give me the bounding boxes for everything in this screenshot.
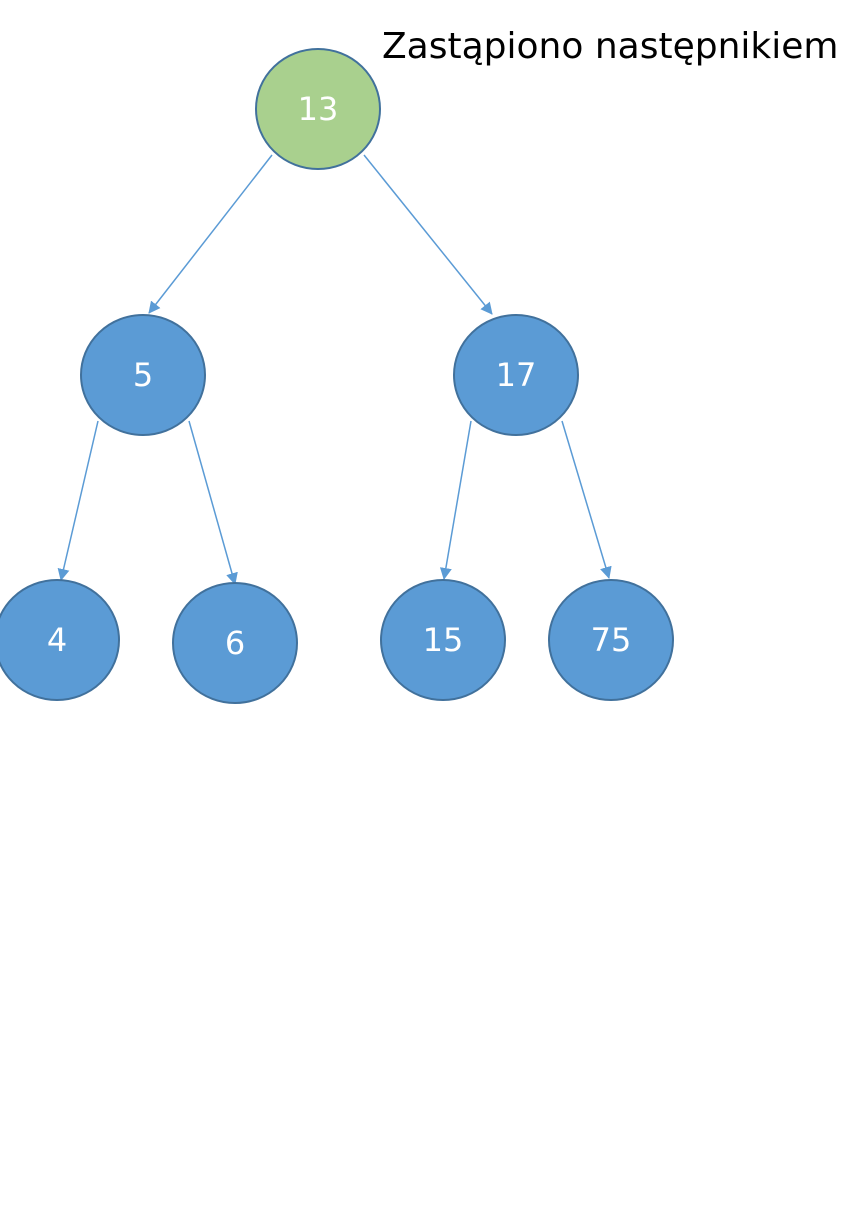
edge-arrow-13-to-5: [148, 154, 273, 314]
node-label: 4: [47, 621, 67, 659]
node-circle: [80, 314, 206, 436]
nodes-layer: 13 5 17 4 6 15 75: [0, 48, 674, 704]
node-circle: [548, 579, 674, 701]
tree-node-6: 6: [172, 582, 298, 704]
edge-arrow-5-to-4: [57, 420, 99, 581]
node-label: 5: [133, 356, 153, 394]
tree-node-17: 17: [453, 314, 579, 436]
node-label: 15: [423, 621, 464, 659]
highlighted-node-circle: [255, 48, 381, 170]
node-circle: [453, 314, 579, 436]
node-label: 17: [496, 356, 537, 394]
tree-node-5: 5: [80, 314, 206, 436]
tree-node-75: 75: [548, 579, 674, 701]
node-label: 75: [591, 621, 632, 659]
tree-node-15: 15: [380, 579, 506, 701]
node-circle: [380, 579, 506, 701]
node-circle: [0, 579, 120, 701]
tree-node-13: 13: [255, 48, 381, 170]
edge-arrow-13-to-17: [363, 154, 493, 315]
edge-arrow-17-to-75: [561, 420, 612, 579]
tree-node-4: 4: [0, 579, 120, 701]
node-circle: [172, 582, 298, 704]
edge-arrow-17-to-15: [439, 420, 472, 580]
node-label: 13: [298, 90, 339, 128]
edge-arrow-5-to-6: [188, 420, 238, 585]
diagram-caption: Zastąpiono następnikiem: [382, 26, 838, 67]
edges-layer: [57, 154, 612, 585]
node-label: 6: [225, 624, 245, 662]
